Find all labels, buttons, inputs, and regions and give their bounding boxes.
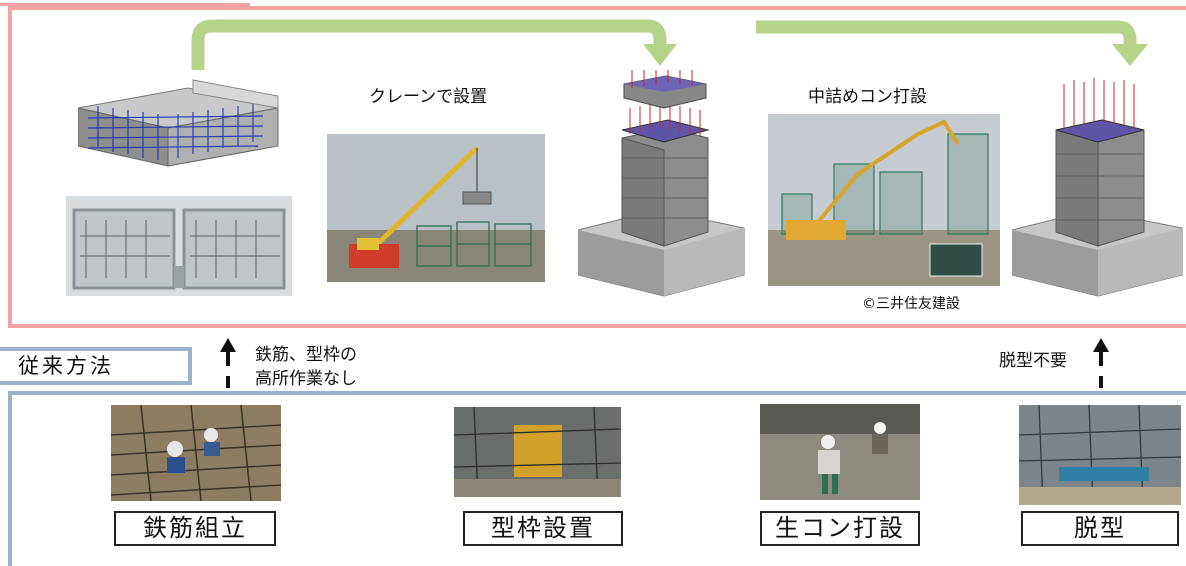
rebar-assembly-photo [111,405,281,501]
step-label-rebar-assembly: 鉄筋組立 [114,511,276,546]
step-label-concrete-placing: 生コン打設 [760,511,920,546]
note-no-demolding: 脱型不要 [999,351,1067,371]
copyright-credit: ©三井住友建設 [862,296,960,312]
concrete-placing-photo [760,404,920,500]
flow-arrow-1 [191,19,667,70]
flow-arrow-2-head [1112,44,1148,66]
conventional-frame [8,391,1186,566]
column-model-finished [1011,70,1186,320]
up-arrow-left [220,338,236,388]
step-crane-caption: クレーンで設置 [369,87,488,107]
step-label-demolding: 脱型 [1021,511,1179,546]
demolding-photo [1019,405,1181,505]
precast-shell-photo [66,196,292,296]
formwork-setting-photo [454,407,621,497]
conventional-method-tab: 従来方法 [0,347,192,385]
concrete-pour-photo [768,114,1000,286]
flow-arrows [191,19,1148,70]
precast-shell-model [77,68,298,168]
crane-photo [327,134,545,282]
new-method-frame [8,6,1186,328]
new-method-tab-edge [0,0,250,6]
flow-arrow-2 [756,20,1137,46]
up-arrow-right [1093,338,1109,388]
note-no-high-work-line2: 高所作業なし [255,369,357,389]
column-model-placement [577,70,748,320]
step-pour-caption: 中詰めコン打設 [808,87,927,107]
step-label-formwork-setting: 型枠設置 [463,511,623,546]
note-no-high-work-line1: 鉄筋、型枠の [255,345,357,365]
flow-arrow-1-head [643,44,677,66]
